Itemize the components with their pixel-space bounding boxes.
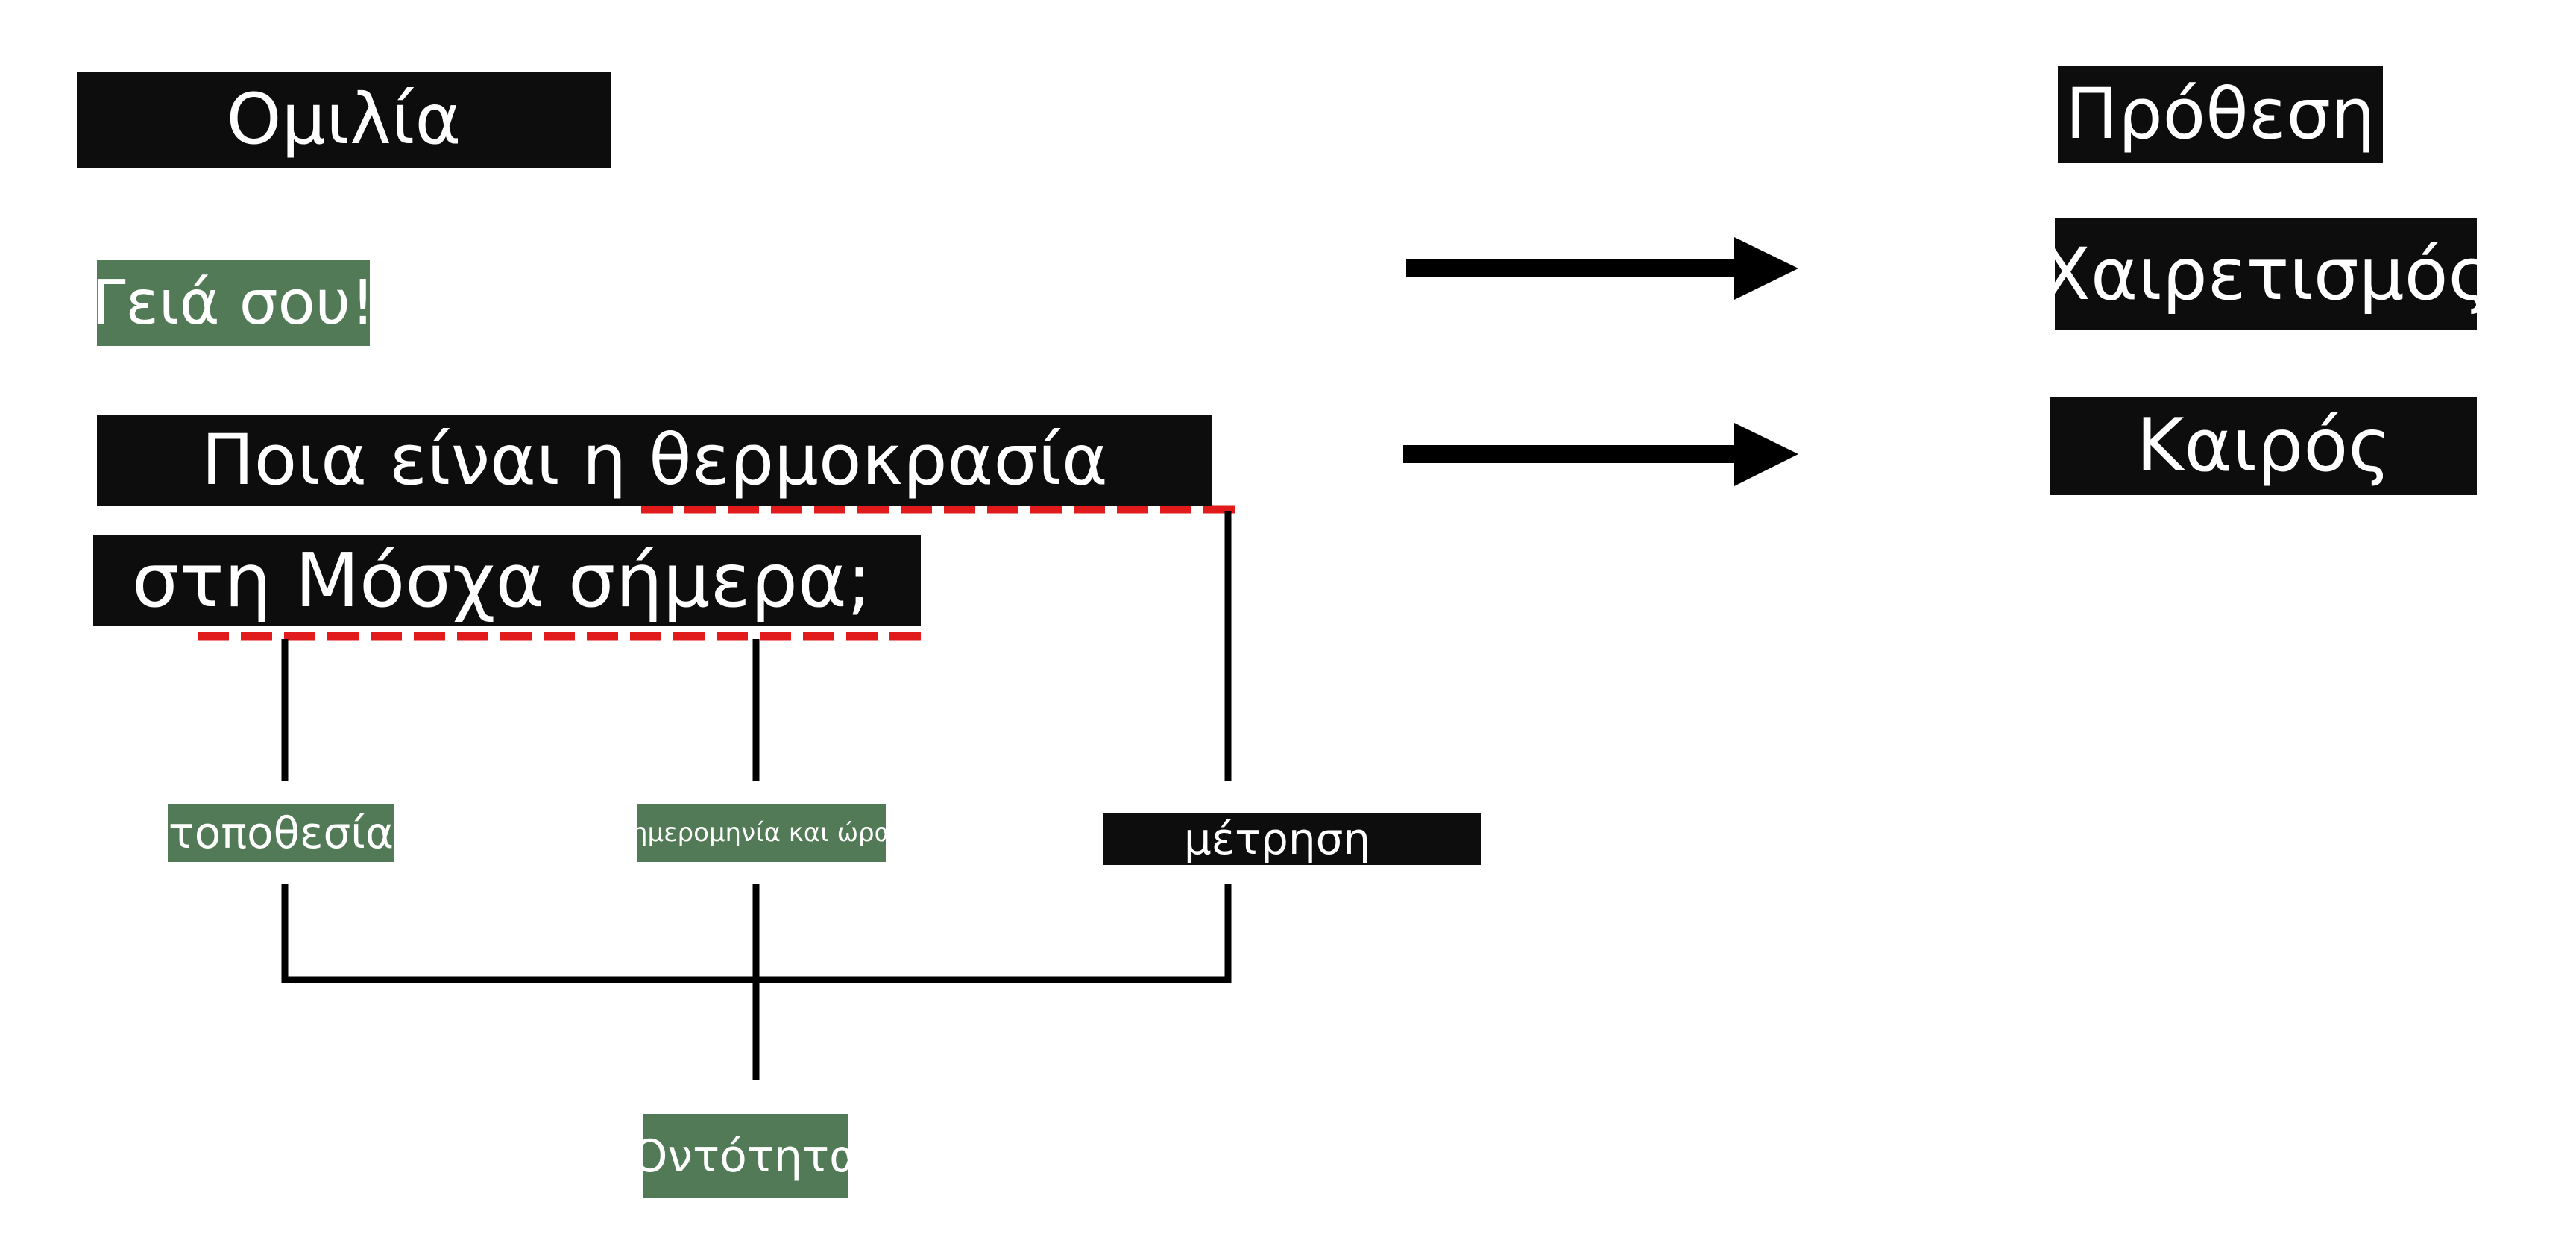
intent-greeting: Χαιρετισμός [2041, 218, 2490, 330]
slot-datetime: ημερομηνία και ώρα [632, 804, 891, 862]
arrow-icon [1406, 237, 1798, 300]
header-speech: Ομιλία [77, 72, 611, 168]
header-intent: Πρόθεση [2058, 66, 2383, 163]
arrow-icon [1403, 423, 1798, 486]
utterance-greeting: Γειά σου! [92, 260, 375, 346]
entity-label: Οντότητα [632, 1114, 859, 1198]
intent-weather: Καιρός [2050, 397, 2477, 495]
slot-measurement: μέτρηση [1103, 813, 1481, 865]
utterance-question-line2: στη Μόσχα σήμερα; [93, 535, 921, 626]
utterance-question-line1: Ποια είναι η θερμοκρασία [97, 415, 1212, 506]
slot-location: τοποθεσία [168, 804, 394, 862]
